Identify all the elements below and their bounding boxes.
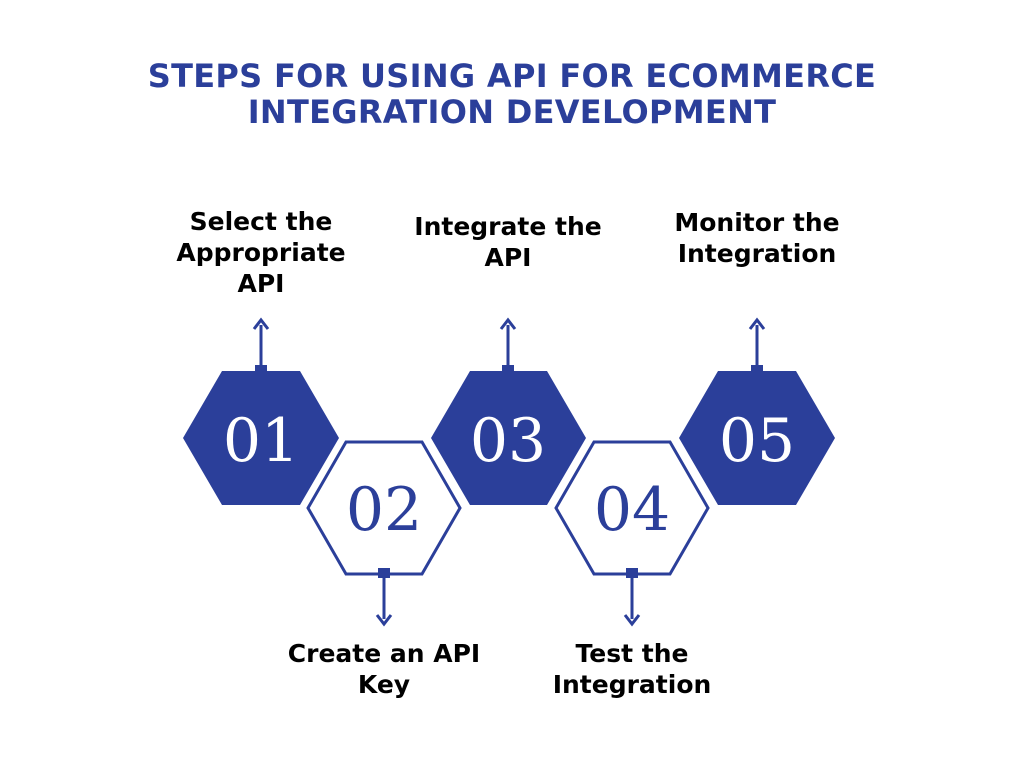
step-5-label: Monitor the Integration (674, 208, 840, 268)
step-5-arrow-icon (748, 317, 766, 330)
step-2-arrow-icon (375, 614, 393, 627)
step-4-label: Test the Integration (552, 639, 712, 699)
step-5: 05 (679, 317, 835, 505)
title-line-2: INTEGRATION DEVELOPMENT (247, 93, 777, 131)
step-4: 04 (554, 440, 710, 627)
step-3-hexagon (431, 371, 586, 505)
step-2: 02 (306, 440, 462, 627)
step-5-hexagon (679, 371, 835, 505)
step-4-connector-dot (626, 568, 638, 578)
step-1-connector-dot (255, 365, 267, 375)
step-3: 03 (431, 317, 586, 505)
step-5-number: 05 (719, 406, 795, 476)
step-4-number: 04 (594, 475, 670, 545)
step-2-number: 02 (346, 475, 422, 545)
step-1: 01 (183, 317, 339, 505)
step-2-label: Create an API Key (287, 639, 481, 699)
step-1-hexagon (183, 371, 339, 505)
step-3-connector-dot (502, 365, 514, 375)
step-3-number: 03 (470, 406, 546, 476)
step-2-connector-dot (378, 568, 390, 578)
title-line-1: STEPS FOR USING API FOR ECOMMERCE (147, 57, 877, 95)
step-1-number: 01 (223, 406, 299, 476)
step-4-arrow-icon (623, 614, 641, 627)
step-1-label: Select the Appropriate API (176, 207, 346, 298)
step-3-label: Integrate the API (414, 212, 602, 272)
step-3-arrow-icon (499, 317, 517, 330)
step-1-arrow-icon (252, 317, 270, 330)
step-2-hexagon (306, 440, 462, 576)
page-title: STEPS FOR USING API FOR ECOMMERCE INTEGR… (0, 58, 1024, 130)
step-4-hexagon (554, 440, 710, 576)
step-5-connector-dot (751, 365, 763, 375)
